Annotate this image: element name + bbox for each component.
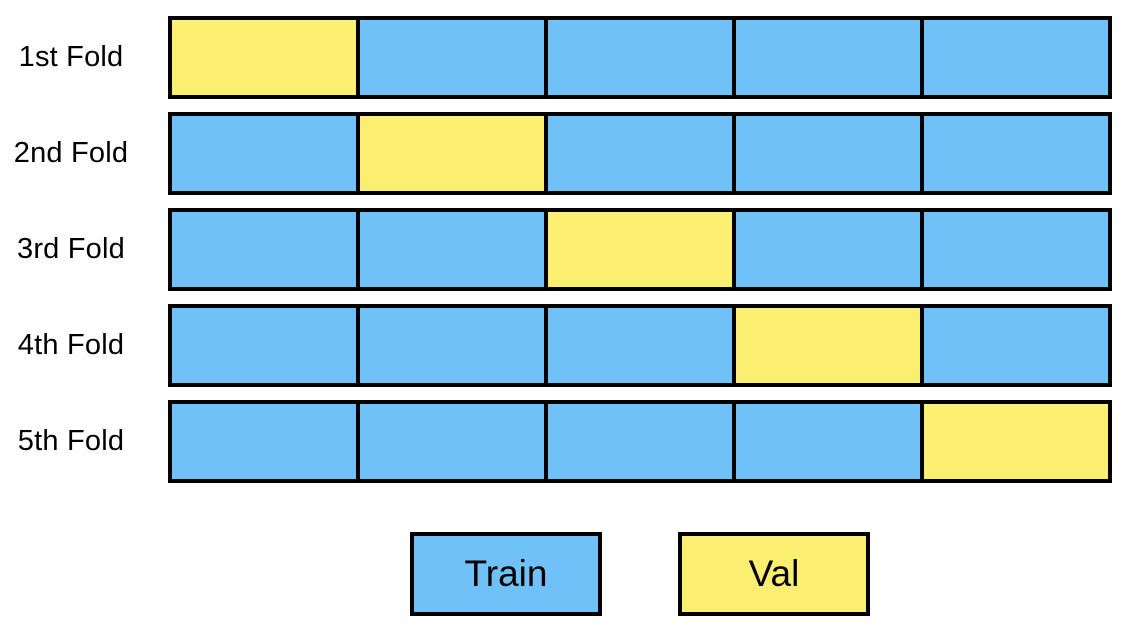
fold-row-3: 3rd Fold (0, 208, 1112, 291)
legend-train-label: Train (464, 553, 548, 594)
legend: Train Val (168, 532, 1112, 616)
fold-cells-3 (168, 208, 1112, 291)
fold-label-2: 2nd Fold (13, 137, 129, 169)
fold-label-1: 1st Fold (18, 41, 124, 73)
fold-4-cell-1 (172, 308, 356, 383)
fold-row-1: 1st Fold (0, 16, 1112, 99)
fold-2-cell-3 (544, 116, 732, 191)
fold-1-cell-4 (732, 20, 920, 95)
fold-3-cell-5 (920, 212, 1108, 287)
fold-rows: 1st Fold 2nd Fold 3rd Fold (0, 16, 1112, 483)
fold-label-5: 5th Fold (17, 425, 125, 457)
fold-1-cell-5 (920, 20, 1108, 95)
fold-label-3: 3rd Fold (17, 233, 125, 265)
legend-val-label: Val (748, 553, 800, 594)
fold-cells-5 (168, 400, 1112, 483)
fold-5-cell-3 (544, 404, 732, 479)
fold-5-cell-5 (920, 404, 1108, 479)
fold-4-cell-5 (920, 308, 1108, 383)
legend-val-box: Val (678, 532, 870, 616)
fold-2-cell-1 (172, 116, 356, 191)
fold-cells-2 (168, 112, 1112, 195)
fold-5-cell-1 (172, 404, 356, 479)
legend-train-box: Train (410, 532, 602, 616)
fold-1-cell-2 (356, 20, 544, 95)
fold-cells-1 (168, 16, 1112, 99)
fold-3-cell-4 (732, 212, 920, 287)
fold-1-cell-1 (172, 20, 356, 95)
fold-5-cell-2 (356, 404, 544, 479)
fold-row-5: 5th Fold (0, 400, 1112, 483)
fold-4-cell-3 (544, 308, 732, 383)
fold-row-2: 2nd Fold (0, 112, 1112, 195)
fold-cells-4 (168, 304, 1112, 387)
fold-5-cell-4 (732, 404, 920, 479)
fold-3-cell-1 (172, 212, 356, 287)
fold-row-4: 4th Fold (0, 304, 1112, 387)
fold-label-4: 4th Fold (17, 329, 125, 361)
fold-4-cell-4 (732, 308, 920, 383)
fold-2-cell-5 (920, 116, 1108, 191)
fold-3-cell-3 (544, 212, 732, 287)
fold-1-cell-3 (544, 20, 732, 95)
fold-2-cell-4 (732, 116, 920, 191)
fold-2-cell-2 (356, 116, 544, 191)
fold-4-cell-2 (356, 308, 544, 383)
fold-3-cell-2 (356, 212, 544, 287)
